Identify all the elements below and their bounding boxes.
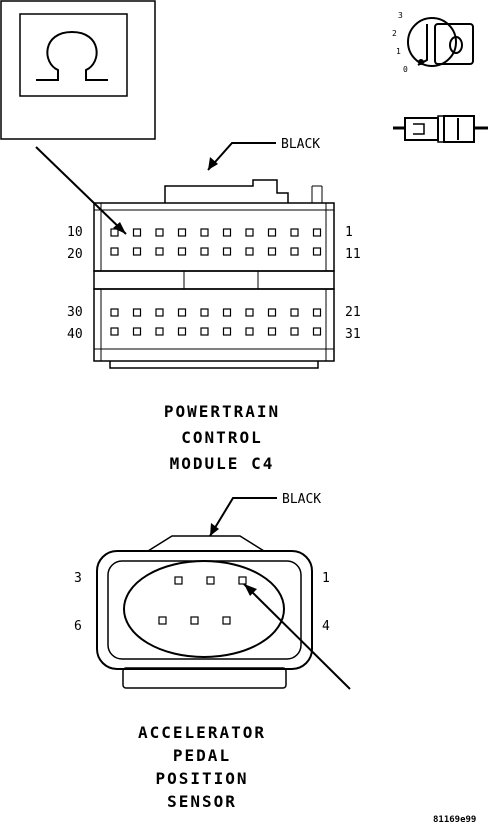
pin-cavity [312, 327, 322, 336]
pin-cavity [132, 327, 142, 336]
app-sensor-connector: BLACK 3 1 6 4 [74, 492, 330, 689]
pin-cavity [222, 228, 232, 237]
pin-cavity [110, 327, 119, 336]
pin-cavity [155, 327, 164, 336]
pin-cavity [132, 228, 142, 237]
pin-label-1: 1 [345, 225, 353, 240]
pin-cavity [245, 327, 254, 336]
pin-cavity [206, 576, 215, 585]
pin-cavity [222, 616, 231, 625]
pin-cavity [267, 308, 277, 317]
pin-cavity [290, 247, 299, 256]
pin-cavity [222, 247, 232, 256]
pin-cavity [312, 228, 322, 237]
app-pin-grid [158, 576, 247, 625]
pin-cavity [177, 308, 187, 317]
pin-cavity [290, 308, 299, 317]
pin-cavity [222, 308, 232, 317]
pcm-title-line-3: MODULE C4 [170, 454, 275, 473]
pcm-wire-color-label: BLACK [281, 137, 320, 152]
pin-label-20: 20 [67, 247, 83, 262]
pin-cavity [222, 327, 232, 336]
pin-cavity [110, 308, 119, 317]
arrowhead-icon [113, 222, 126, 234]
pin-cavity [245, 228, 254, 237]
pin-label-10: 10 [67, 225, 83, 240]
pin-cavity [177, 247, 187, 256]
pin-cavity [158, 616, 167, 625]
pin-cavity [312, 247, 322, 256]
pointer-arrow-app [243, 583, 351, 690]
key-position-0: 0 [403, 65, 408, 74]
pcm-title-line-2: CONTROL [181, 428, 262, 447]
figure-id: 81169e99 [433, 815, 476, 825]
pin-cavity [200, 228, 209, 237]
app-pin-label-6: 6 [74, 619, 82, 634]
pin-cavity [200, 247, 209, 256]
pcm-title-line-1: POWERTRAIN [164, 402, 280, 421]
key-position-1: 1 [396, 47, 401, 56]
app-title-line-4: SENSOR [167, 792, 237, 811]
pointer-arrow-pcm [35, 146, 127, 235]
app-pin-label-1: 1 [322, 571, 330, 586]
pin-cavity [132, 247, 142, 256]
pcm-c4-connector: BLACK 10 20 1 11 30 40 21 31 [67, 137, 361, 369]
pin-cavity [290, 327, 299, 336]
pin-cavity [190, 616, 199, 625]
pin-cavity [110, 247, 119, 256]
pin-cavity [155, 228, 164, 237]
pin-cavity [200, 308, 209, 317]
pin-cavity [155, 308, 164, 317]
omega-icon [36, 30, 108, 81]
connector-side-icon [393, 115, 488, 143]
key-position-3: 3 [398, 11, 403, 20]
pin-cavity [132, 308, 142, 317]
arrowhead-icon [244, 584, 257, 596]
pin-cavity [267, 247, 277, 256]
pcm-pin-grid [110, 228, 322, 336]
ignition-key-icon: 3 2 1 0 [392, 11, 474, 74]
app-pin-label-4: 4 [322, 619, 330, 634]
pin-cavity [200, 327, 209, 336]
app-title-line-2: PEDAL [173, 746, 231, 765]
pin-label-31: 31 [345, 327, 361, 342]
app-title-line-3: POSITION [155, 769, 248, 788]
pin-label-11: 11 [345, 247, 361, 262]
key-position-2: 2 [392, 29, 397, 38]
app-wire-color-label: BLACK [282, 492, 321, 507]
app-pin-label-3: 3 [74, 571, 82, 586]
pin-cavity [174, 576, 183, 585]
pin-cavity [245, 308, 254, 317]
pin-cavity [245, 247, 254, 256]
app-title-line-1: ACCELERATOR [138, 723, 266, 742]
pin-cavity [267, 327, 277, 336]
pin-cavity [290, 228, 299, 237]
pin-cavity [155, 247, 164, 256]
pin-cavity [177, 228, 187, 237]
terminal-symbol-inset [0, 0, 156, 140]
pin-label-21: 21 [345, 305, 361, 320]
pin-cavity [312, 308, 322, 317]
pin-cavity [238, 576, 247, 585]
pin-label-30: 30 [67, 305, 83, 320]
pin-cavity [177, 327, 187, 336]
pin-cavity [267, 228, 277, 237]
pin-cavity [110, 228, 119, 237]
pin-label-40: 40 [67, 327, 83, 342]
